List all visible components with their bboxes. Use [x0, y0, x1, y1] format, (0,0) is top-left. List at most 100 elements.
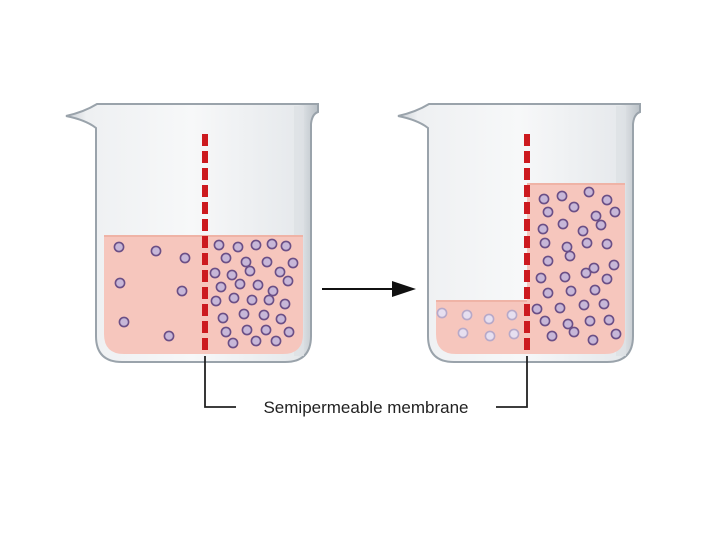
solute-particle	[583, 186, 595, 198]
solute-particle	[598, 298, 610, 310]
solute-particle	[556, 190, 568, 202]
solute-particle	[484, 330, 496, 342]
solute-particle	[601, 238, 613, 250]
solute-particle	[210, 295, 222, 307]
solute-particle	[232, 241, 244, 253]
solute-particle	[601, 273, 613, 285]
solute-particle	[588, 262, 600, 274]
solute-particle	[568, 201, 580, 213]
beaker-before-rim-highlight	[294, 106, 304, 356]
solute-particle	[538, 193, 550, 205]
solute-particle	[280, 240, 292, 252]
solute-particle	[250, 335, 262, 347]
solute-particle	[608, 259, 620, 271]
beaker-after	[397, 103, 641, 363]
solute-particle	[226, 269, 238, 281]
solute-particle	[227, 337, 239, 349]
solute-particle	[601, 194, 613, 206]
solute-particle	[584, 315, 596, 327]
solute-particle	[240, 256, 252, 268]
solute-particle	[283, 326, 295, 338]
solute-particle	[587, 334, 599, 346]
solute-particle	[282, 275, 294, 287]
solute-particle	[457, 327, 469, 339]
solute-particle	[610, 328, 622, 340]
solute-particle	[542, 206, 554, 218]
solute-particle	[260, 324, 272, 336]
solute-particle	[578, 299, 590, 311]
solute-particle	[261, 256, 273, 268]
solute-particle	[258, 309, 270, 321]
solute-particle	[215, 281, 227, 293]
solute-particle	[609, 206, 621, 218]
solute-particle	[562, 318, 574, 330]
solute-particle	[539, 315, 551, 327]
membrane-label: Semipermeable membrane	[263, 398, 468, 417]
solute-particle	[580, 267, 592, 279]
solute-particle	[234, 278, 246, 290]
solute-particle	[114, 277, 126, 289]
solute-particle	[244, 265, 256, 277]
solute-particle	[241, 324, 253, 336]
solute-particle	[539, 237, 551, 249]
beaker-before	[65, 103, 319, 363]
membrane-label-bracket-right	[496, 356, 528, 408]
solute-particle	[589, 284, 601, 296]
solute-particle	[209, 267, 221, 279]
solute-particle	[436, 307, 448, 319]
solute-particle	[542, 287, 554, 299]
solute-particle	[564, 250, 576, 262]
solute-particle	[252, 279, 264, 291]
solute-particle	[246, 294, 258, 306]
solute-particle	[577, 225, 589, 237]
particles-before-left	[113, 241, 191, 342]
solute-particle	[535, 272, 547, 284]
solute-particle	[595, 219, 607, 231]
solute-particle	[461, 309, 473, 321]
solute-particle	[508, 328, 520, 340]
solute-particle	[267, 285, 279, 297]
solute-particle	[506, 309, 518, 321]
solute-particle	[266, 238, 278, 250]
solute-particle	[220, 326, 232, 338]
membrane-label-group: Semipermeable membrane	[204, 356, 528, 417]
solute-particle	[590, 210, 602, 222]
solute-particle	[279, 298, 291, 310]
solute-particle	[542, 255, 554, 267]
particles-after-left	[436, 307, 520, 342]
solute-particle	[537, 223, 549, 235]
particles-after-right	[531, 186, 622, 346]
solute-particle	[118, 316, 130, 328]
solute-particle	[263, 294, 275, 306]
solute-particle	[270, 335, 282, 347]
membrane-label-bracket-left	[204, 356, 236, 408]
solute-particle	[557, 218, 569, 230]
particles-before-right	[209, 238, 299, 349]
solute-particle	[581, 237, 593, 249]
solute-particle	[217, 312, 229, 324]
solute-particle	[228, 292, 240, 304]
solute-particle	[179, 252, 191, 264]
solute-particle	[163, 330, 175, 342]
beaker-after-solution-left	[436, 301, 527, 354]
solute-particle	[603, 314, 615, 326]
solute-particle	[559, 271, 571, 283]
solute-particle	[238, 308, 250, 320]
solute-particle	[287, 257, 299, 269]
solute-particle	[176, 285, 188, 297]
solute-particle	[250, 239, 262, 251]
solute-particle	[546, 330, 558, 342]
solute-particle	[113, 241, 125, 253]
right-arrow-icon	[322, 281, 416, 297]
solute-particle	[213, 239, 225, 251]
solute-particle	[554, 302, 566, 314]
solute-particle	[565, 285, 577, 297]
solute-particle	[220, 252, 232, 264]
solute-particle	[483, 313, 495, 325]
solute-particle	[568, 326, 580, 338]
solute-particle	[531, 303, 543, 315]
solute-particle	[274, 266, 286, 278]
solute-particle	[275, 313, 287, 325]
solute-particle	[150, 245, 162, 257]
